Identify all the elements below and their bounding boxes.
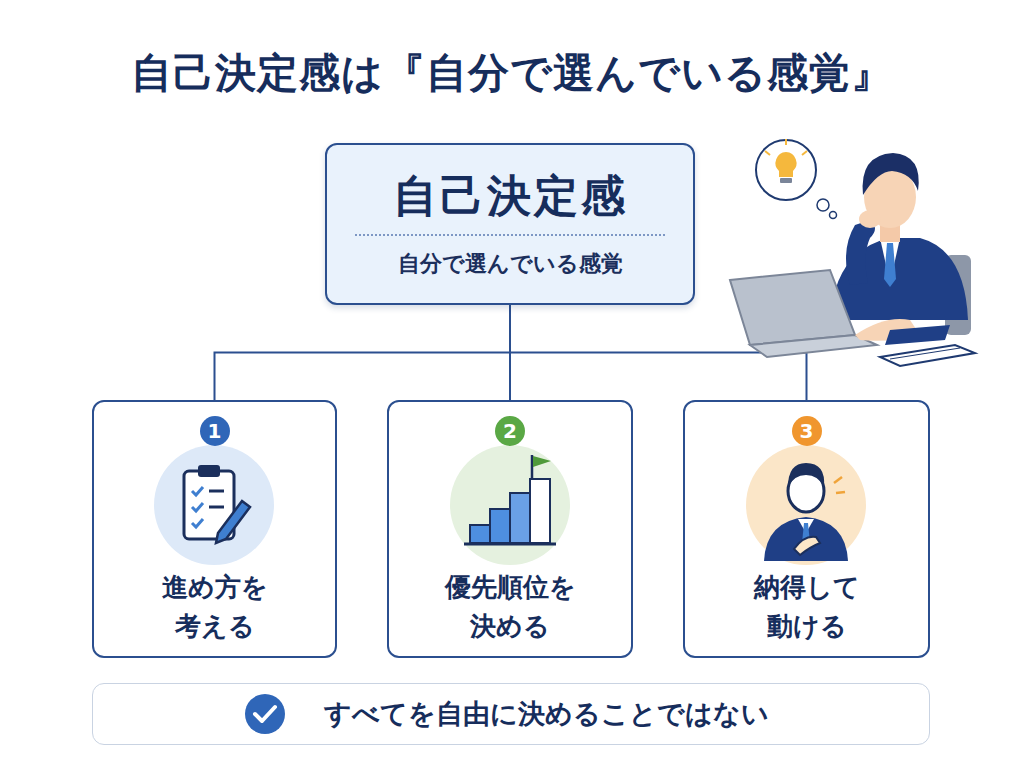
diagram-title: 自己決定感は『自分で選んでいる感覚』: [0, 46, 1024, 101]
step-number: 1: [200, 416, 230, 446]
note-bar: すべてを自由に決めることではない: [92, 683, 930, 745]
concept-heading: 自己決定感: [393, 167, 628, 234]
concept-box: 自己決定感自分で選んでいる感覚: [325, 143, 695, 305]
step-label: 優先順位を 決める: [445, 568, 576, 646]
aspect-box: 3 納得して 動ける: [683, 400, 930, 658]
tree-connector: [215, 305, 511, 400]
clipboard-icon: [152, 443, 276, 567]
businessman-illustration: [720, 125, 1000, 375]
aspect-box: 2 優先順位を 決める: [387, 400, 633, 658]
step-number: 3: [792, 416, 822, 446]
step-number: 2: [495, 416, 525, 446]
concept-definition: 自分で選んでいる感覚: [355, 234, 665, 279]
priority-bars-icon: [448, 443, 572, 567]
convinced-person-icon: [744, 443, 868, 567]
step-label: 納得して 動ける: [754, 568, 860, 646]
note-text: すべてを自由に決めることではない: [324, 696, 769, 732]
aspect-box: 1 進め方を 考える: [92, 400, 337, 658]
step-label: 進め方を 考える: [162, 568, 268, 646]
check-icon: [244, 693, 286, 735]
